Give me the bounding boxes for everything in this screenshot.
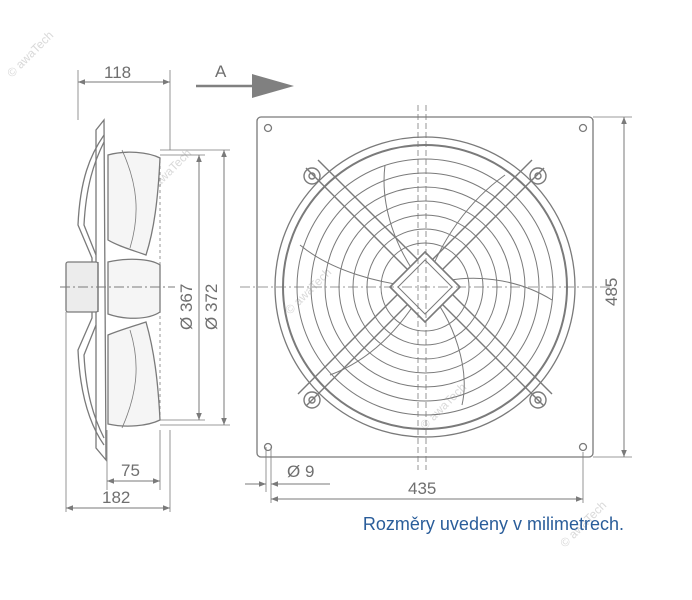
front-view <box>240 105 610 470</box>
front-dimension-labels: 485 Ø 9 435 <box>287 278 621 498</box>
cross-end-bottom-left <box>303 391 321 409</box>
hole-bottom-left <box>263 442 273 452</box>
dim-label-485: 485 <box>602 278 621 306</box>
dim-label-182: 182 <box>102 488 130 507</box>
hole-bottom-right <box>578 442 588 452</box>
cross-end-top-left <box>303 167 321 185</box>
direction-arrow: A <box>196 62 294 98</box>
dim-label-372: Ø 372 <box>202 284 221 330</box>
direction-label: A <box>215 62 227 81</box>
front-dimensions <box>245 116 632 503</box>
side-dimensions <box>65 70 230 512</box>
watermark-top-left: © awaTech <box>4 28 56 80</box>
side-dimension-labels: 118 Ø 367 Ø 372 75 182 <box>102 63 221 507</box>
side-housing <box>77 134 105 446</box>
dim-label-hole: Ø 9 <box>287 462 314 481</box>
cross-end-bottom-right <box>529 391 547 409</box>
front-plate <box>256 116 594 458</box>
hole-top-left <box>263 123 273 133</box>
dim-label-118: 118 <box>104 63 131 82</box>
dim-label-367: Ø 367 <box>177 284 196 330</box>
units-note: Rozměry uvedeny v milimetrech. <box>362 514 624 534</box>
side-view <box>60 118 175 462</box>
hole-top-right <box>578 123 588 133</box>
side-blade-middle <box>107 258 161 319</box>
dim-label-435: 435 <box>408 479 436 498</box>
side-blade-upper <box>107 151 161 256</box>
dim-label-75: 75 <box>121 461 140 480</box>
arrow-head-icon <box>252 74 294 98</box>
front-opening <box>274 136 576 438</box>
cross-end-top-right <box>529 167 547 185</box>
side-blade-lower <box>107 321 161 427</box>
side-mounting-plate <box>95 118 107 462</box>
